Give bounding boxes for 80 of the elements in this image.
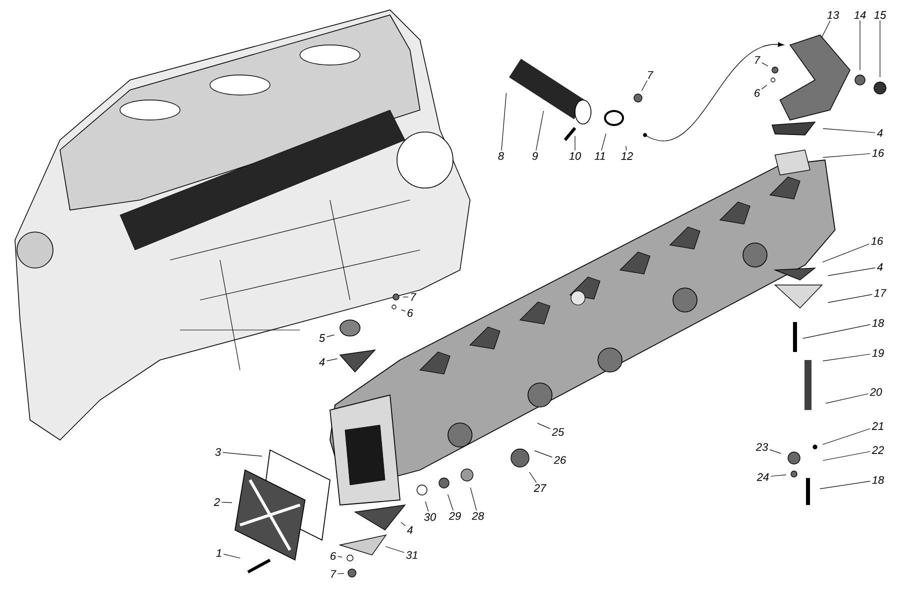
- callout-number: 29: [448, 512, 461, 520]
- leader-line: [641, 80, 648, 92]
- callout-number: 24: [756, 473, 769, 481]
- leader-line: [828, 294, 872, 303]
- callout-number: 18: [872, 319, 884, 327]
- callout-number: 31: [406, 551, 418, 559]
- leader-line: [501, 92, 507, 151]
- leader-line: [821, 20, 831, 38]
- callout-number: 3: [215, 448, 221, 456]
- callout-number: 6: [754, 89, 760, 97]
- leader-line: [401, 310, 406, 312]
- leader-line: [326, 358, 338, 362]
- leader-line: [574, 136, 576, 151]
- leader-line: [601, 133, 606, 151]
- leader-line: [770, 474, 786, 477]
- leader-line: [529, 472, 537, 483]
- callout-number: 2: [214, 498, 220, 506]
- callout-number: 13: [827, 11, 840, 19]
- leader-line: [822, 354, 870, 362]
- leader-line: [761, 84, 768, 90]
- leader-line: [385, 546, 404, 553]
- callout-number: 4: [407, 526, 413, 534]
- leader-line: [802, 324, 870, 339]
- callout-number: 6: [330, 552, 336, 560]
- callout-number: 4: [319, 358, 325, 366]
- callout-number: 11: [594, 152, 605, 160]
- callout-number: 1: [216, 549, 222, 557]
- leader-line: [828, 268, 876, 276]
- leader-line: [826, 393, 868, 404]
- callout-number: 16: [872, 149, 884, 157]
- leader-line: [822, 153, 870, 158]
- callout-number: 22: [872, 446, 884, 454]
- callout-number: 7: [411, 293, 416, 301]
- leader-line: [337, 556, 342, 558]
- leader-line: [820, 480, 870, 490]
- callout-number: 26: [554, 456, 566, 464]
- leader-line: [222, 452, 262, 456]
- callout-number: 10: [569, 152, 582, 160]
- callout-number: 18: [872, 476, 884, 484]
- leader-line: [626, 146, 627, 151]
- callout-number: 17: [874, 289, 886, 297]
- callout-number: 9: [532, 152, 538, 160]
- callout-number: 15: [874, 11, 886, 19]
- callout-number: 27: [534, 484, 546, 492]
- leader-line: [822, 451, 870, 461]
- callout-number: 23: [756, 443, 768, 451]
- leader-line: [326, 334, 334, 338]
- callout-number: 14: [854, 11, 866, 19]
- callout-number: 12: [621, 152, 633, 160]
- callout-number: 7: [648, 71, 654, 79]
- leader-line: [400, 522, 406, 526]
- callout-number: 7: [331, 570, 336, 578]
- leader-line: [822, 244, 870, 262]
- leader-line: [425, 501, 429, 512]
- leader-line: [822, 428, 870, 445]
- callout-number: 20: [870, 388, 882, 396]
- callout-number: 28: [472, 512, 484, 520]
- callout-number: 25: [552, 428, 564, 436]
- leader-line: [534, 450, 552, 458]
- leader-line: [536, 110, 544, 151]
- callout-number: 4: [877, 129, 883, 137]
- leader-line: [537, 422, 550, 429]
- leader-line: [770, 449, 782, 454]
- callout-number: 5: [319, 334, 326, 342]
- leader-line: [470, 487, 477, 511]
- callout-number: 6: [408, 309, 414, 317]
- callout-number: 30: [424, 513, 436, 521]
- leader-line: [822, 128, 876, 133]
- leader-line: [402, 296, 409, 298]
- leader-line: [221, 502, 232, 503]
- callout-number: 16: [871, 237, 884, 245]
- callout-number: 19: [872, 349, 884, 357]
- leader-line: [337, 573, 344, 574]
- leader-line: [448, 494, 454, 511]
- leader-line: [223, 554, 240, 558]
- callout-number: 8: [498, 152, 504, 160]
- callout-number: 4: [877, 263, 883, 271]
- callout-number: 21: [872, 422, 884, 430]
- leader-line: [761, 62, 768, 66]
- callout-number: 7: [755, 56, 760, 64]
